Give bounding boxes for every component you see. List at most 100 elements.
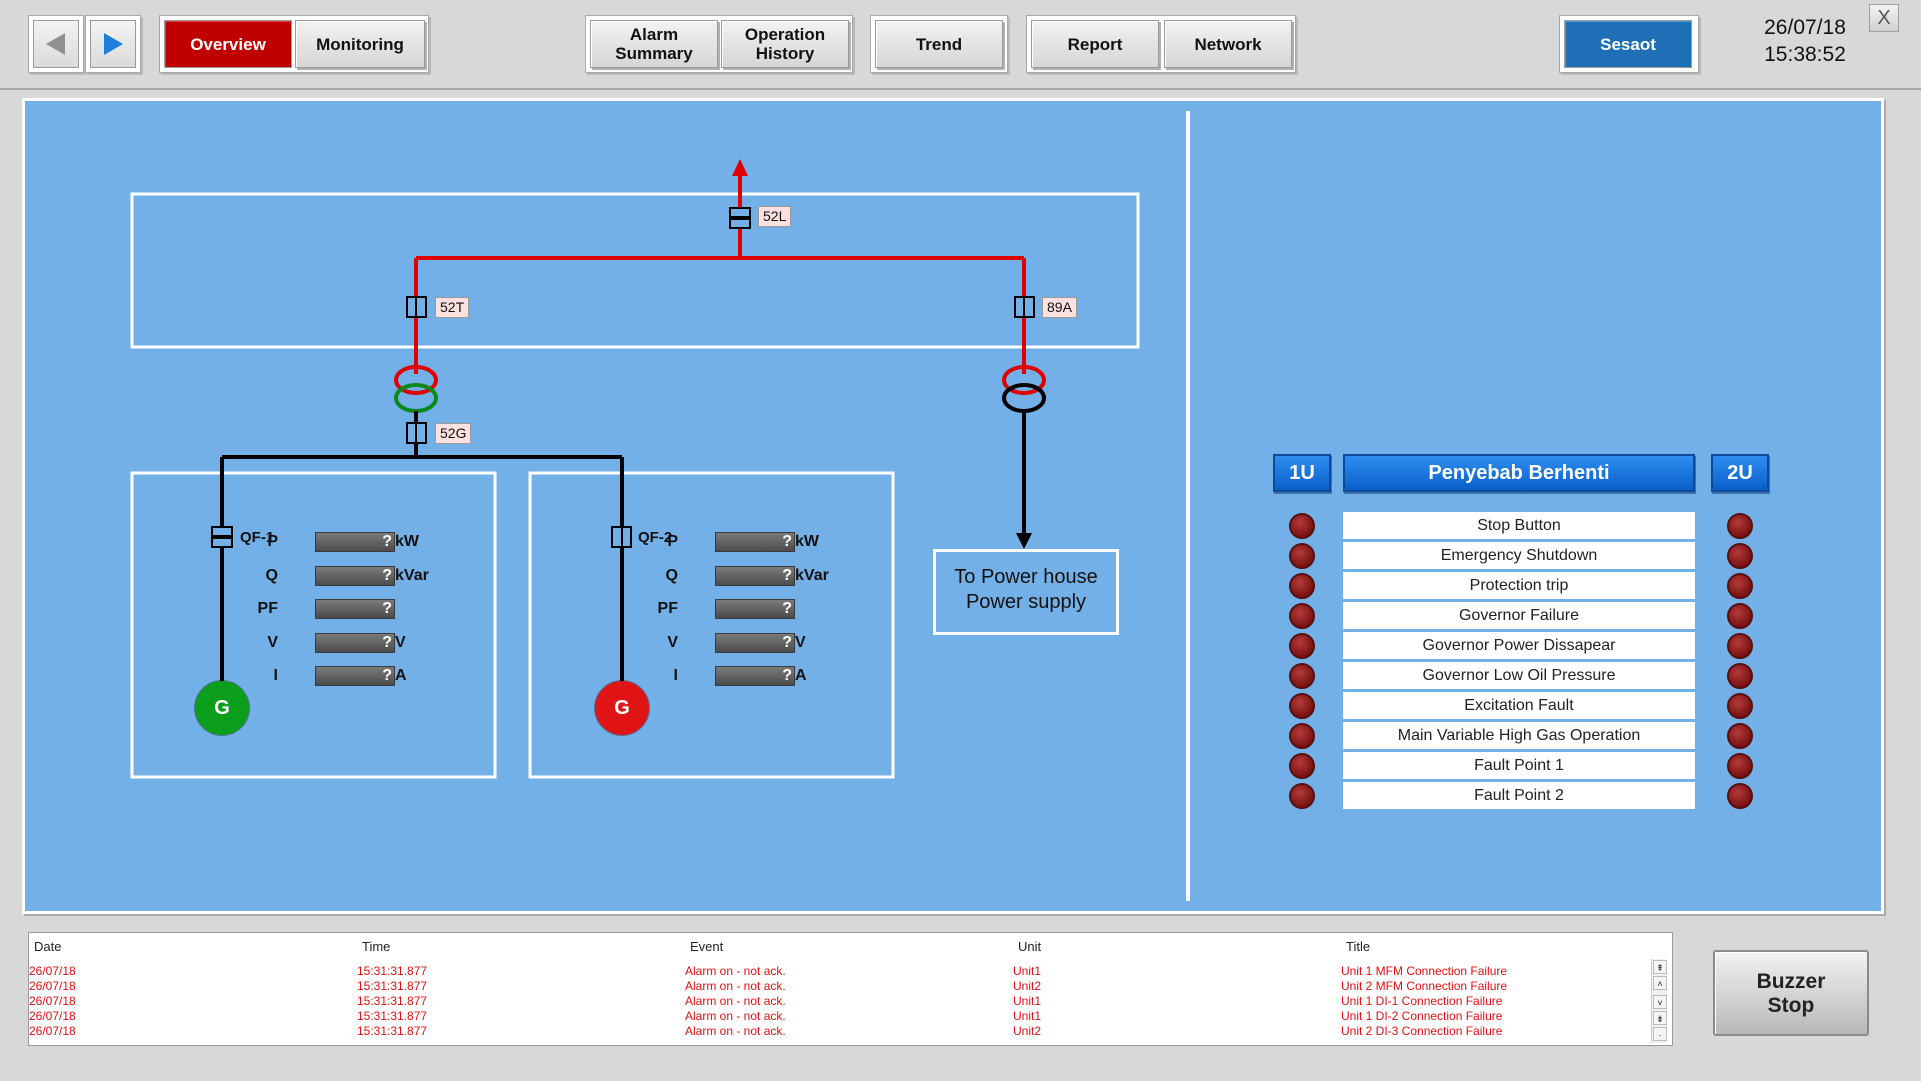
back-arrow-icon <box>46 33 65 55</box>
unit2-status-lamp <box>1727 603 1753 629</box>
measurement-value[interactable]: ? <box>315 666 395 686</box>
trend-tab-group: Trend <box>870 15 1008 73</box>
unit1-status-lamp <box>1289 633 1315 659</box>
breaker-qf2-label: QF-2 <box>638 529 673 546</box>
column-header[interactable]: Title <box>1346 939 1371 954</box>
isolator-89a-icon[interactable] <box>1014 296 1035 318</box>
breaker-52l-icon[interactable] <box>729 207 751 229</box>
tab-monitoring-label: Monitoring <box>316 34 404 54</box>
view-tab-group: Overview Monitoring <box>159 15 429 73</box>
table-cell: Unit 2 MFM Connection Failure <box>1341 979 1508 993</box>
measurement-value[interactable]: ? <box>315 632 395 653</box>
unit1-status-lamp <box>1289 783 1315 809</box>
generator-1-icon[interactable]: G <box>195 681 249 735</box>
measurement-unit: kVar <box>395 566 429 584</box>
measurement-unit: V <box>395 633 406 651</box>
unit2-frame <box>528 471 895 779</box>
measurement-value[interactable]: ? <box>715 565 795 586</box>
breaker-qf1-label: QF-1 <box>240 529 275 546</box>
unit2-status-lamp <box>1727 753 1753 779</box>
forward-button[interactable] <box>90 20 136 68</box>
site-button[interactable]: Sesaot <box>1564 20 1692 68</box>
buzzer-stop-button[interactable]: Buzzer Stop <box>1713 950 1869 1036</box>
transformer-1-secondary <box>394 383 438 413</box>
stop-cause-item: Main Variable High Gas Operation <box>1343 722 1695 749</box>
measurement-value[interactable]: ? <box>315 565 395 586</box>
scroll-down-icon[interactable]: ˅ <box>1653 995 1667 1009</box>
measurement-value[interactable]: ? <box>715 532 795 552</box>
single-line-diagram <box>130 159 1140 779</box>
network-button[interactable]: Network <box>1164 20 1292 68</box>
unit1-status-lamp <box>1289 603 1315 629</box>
breaker-52t-label: 52T <box>435 297 470 318</box>
breaker-qf2-icon[interactable] <box>611 526 632 548</box>
measurement-value[interactable]: ? <box>315 532 395 552</box>
stop-cause-item: Stop Button <box>1343 512 1695 539</box>
buzzer-stop-line-2: Stop <box>1767 994 1815 1017</box>
power-house-destination: To Power house Power supply <box>933 549 1119 635</box>
measurement-value[interactable]: ? <box>315 599 395 619</box>
scroll-up-icon[interactable]: ˄ <box>1653 976 1667 990</box>
measurement-value[interactable]: ? <box>715 666 795 686</box>
measurement-value[interactable]: ? <box>715 599 795 619</box>
forward-arrow-icon <box>104 33 123 55</box>
back-button[interactable] <box>33 20 79 68</box>
alarm-summary-label-2: Summary <box>615 44 693 63</box>
site-tab-group: Sesaot <box>1559 15 1699 73</box>
unit2-status-lamp <box>1727 633 1753 659</box>
column-header[interactable]: Unit <box>1018 939 1042 954</box>
close-button[interactable]: X <box>1869 4 1899 32</box>
stop-causes-title: Penyebab Berhenti <box>1428 461 1610 484</box>
scroll-end-icon[interactable]: · <box>1653 1027 1667 1041</box>
scroll-top-icon[interactable]: ⇞ <box>1653 960 1667 974</box>
unit1-header-label: 1U <box>1289 461 1315 484</box>
column-header[interactable]: Date <box>34 939 62 954</box>
measurement-name: V <box>667 633 678 651</box>
report-button[interactable]: Report <box>1031 20 1159 68</box>
stop-cause-item: Governor Power Dissapear <box>1343 632 1695 659</box>
report-tab-group: Report Network <box>1026 15 1296 73</box>
alarm-log-scrollbar[interactable]: ⇞ ˄ ˅ ⇟ · <box>1651 959 1667 1043</box>
measurement-name: PF <box>257 600 278 617</box>
measurement-unit: A <box>795 667 807 684</box>
measurement-unit: kW <box>395 533 419 550</box>
unit1-status-lamp <box>1289 573 1315 599</box>
column-header[interactable]: Time <box>362 939 391 954</box>
tab-monitoring[interactable]: Monitoring <box>295 20 425 68</box>
tab-overview-label: Overview <box>190 34 266 54</box>
breaker-52t-icon[interactable] <box>406 296 427 318</box>
table-cell: 15:31:31.877 <box>357 979 428 993</box>
stop-cause-item: Fault Point 2 <box>1343 782 1695 809</box>
transformer-2-primary <box>1002 365 1046 395</box>
table-cell: Alarm on - not ack. <box>685 994 786 1008</box>
generator-2-icon[interactable]: G <box>595 681 649 735</box>
unit2-header-label: 2U <box>1727 461 1753 484</box>
table-cell: 26/07/18 <box>29 1009 76 1023</box>
tab-overview[interactable]: Overview <box>164 20 292 68</box>
column-header[interactable]: Event <box>690 939 724 954</box>
breaker-52g-icon[interactable] <box>406 422 427 444</box>
table-cell: Unit1 <box>1013 1009 1042 1023</box>
measurement-value[interactable]: ? <box>715 632 795 653</box>
scroll-bottom-icon[interactable]: ⇟ <box>1653 1011 1667 1025</box>
measurement-unit: kW <box>795 533 819 550</box>
trend-button[interactable]: Trend <box>875 20 1003 68</box>
generator-1-label: G <box>214 696 230 719</box>
measurement-name: P <box>667 533 678 550</box>
table-cell: Alarm on - not ack. <box>685 979 786 993</box>
measurement-name: V <box>267 633 278 651</box>
breaker-qf1-icon[interactable] <box>211 526 233 548</box>
unit1-status-lamp <box>1289 663 1315 689</box>
table-cell: Unit 1 DI-1 Connection Failure <box>1341 994 1503 1008</box>
destination-line-1: To Power house <box>954 566 1098 588</box>
